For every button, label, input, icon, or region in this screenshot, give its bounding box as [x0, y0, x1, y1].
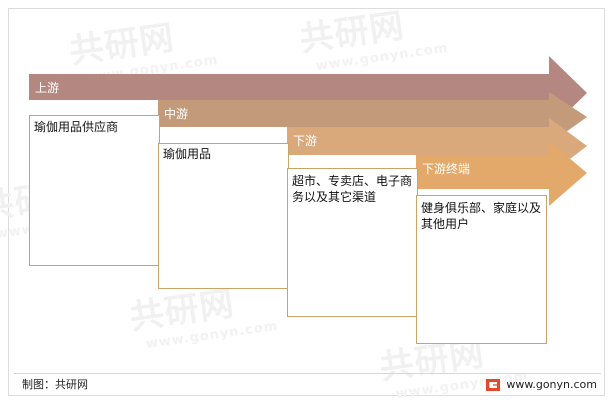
footer-brand: www.gonyn.com — [486, 378, 597, 392]
stage-box-1 — [29, 115, 160, 266]
stage-box-3 — [287, 168, 418, 317]
stage-label-upstream: 上游 — [35, 81, 60, 95]
stage-label-downstream: 下游 — [293, 134, 318, 148]
stage-box-2 — [158, 143, 289, 289]
footer-website: www.gonyn.com — [506, 378, 597, 391]
stage-content-downstream: 超市、专卖店、电子商务以及其它渠道 — [292, 174, 413, 204]
stage-label-downstream-terminal: 下游终端 — [422, 162, 471, 176]
stage-arrow-1 — [29, 56, 587, 130]
stage-box-4 — [416, 195, 547, 344]
footer-credit: 制图：共研网 — [22, 378, 88, 391]
stage-content-upstream: 瑜伽用品供应商 — [34, 120, 119, 134]
stage-arrow-2 — [158, 92, 587, 144]
stage-arrow-4 — [416, 141, 587, 206]
stage-arrow-3 — [287, 118, 587, 175]
gonyn-logo-icon — [486, 379, 501, 391]
stage-label-midstream: 中游 — [164, 107, 189, 121]
stage-content-downstream-terminal: 健身俱乐部、家庭以及其他用户 — [421, 201, 542, 231]
footer-divider — [14, 373, 601, 374]
stage-content-midstream: 瑜伽用品 — [163, 147, 212, 161]
